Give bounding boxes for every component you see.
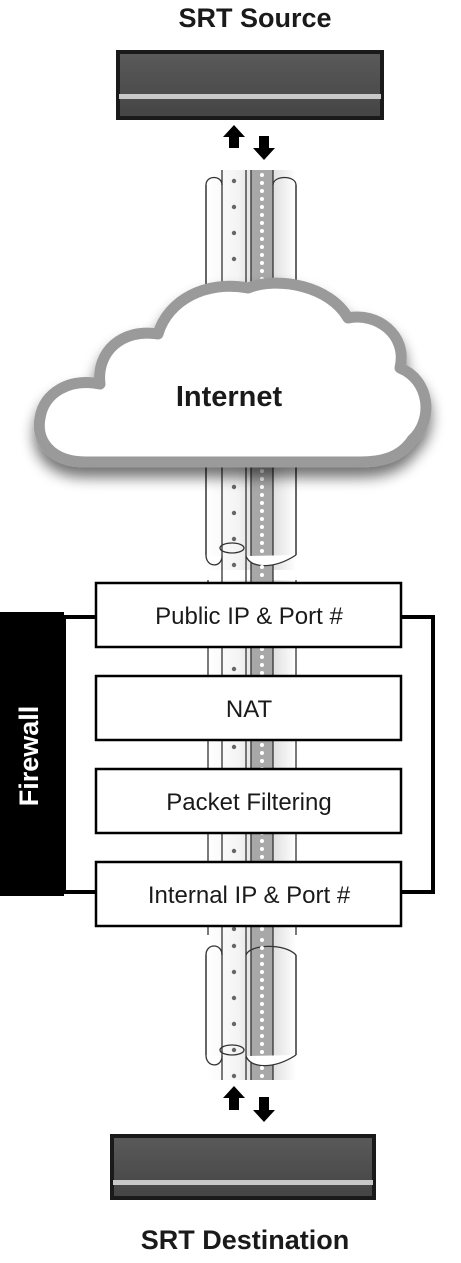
- pipe-dot: [231, 848, 237, 854]
- pipe-dot: [260, 1050, 264, 1054]
- pipe-dot: [260, 1042, 264, 1046]
- destination-device: [110, 1134, 376, 1200]
- source-title: SRT Source: [178, 3, 331, 33]
- pipe-dot: [260, 663, 264, 667]
- pipe-dot: [260, 927, 264, 931]
- pipe-dot: [260, 954, 264, 958]
- pipe-dot: [260, 509, 264, 513]
- pipe-dot: [260, 269, 264, 273]
- pipe-dot: [231, 256, 237, 262]
- down-arrow-icon: [253, 136, 275, 160]
- pipe-dot: [260, 671, 264, 675]
- pipe-dot: [260, 533, 264, 537]
- pipe-dot: [260, 173, 264, 177]
- pipe-dot: [260, 946, 264, 950]
- pipe-dot: [260, 1058, 264, 1062]
- pipe-dot: [260, 469, 264, 473]
- stage-label-internal-ip: Internal IP & Port #: [148, 882, 351, 909]
- pipe-dot: [260, 549, 264, 553]
- pipe-dot: [260, 839, 264, 843]
- pipe-dot: [260, 1018, 264, 1022]
- pipe-dot: [260, 1074, 264, 1078]
- pipe-dot: [260, 565, 264, 569]
- pipe-dot: [231, 943, 237, 949]
- pipe-dot: [260, 938, 264, 942]
- pipe-dot: [260, 189, 264, 193]
- pipe-dot: [260, 1026, 264, 1030]
- up-arrow-icon: [223, 125, 245, 148]
- pipe-dot: [260, 477, 264, 481]
- pipe-dot: [260, 855, 264, 859]
- pipe-dot: [231, 969, 237, 975]
- pipe-dot: [260, 1002, 264, 1006]
- internet-label: Internet: [176, 381, 283, 413]
- source-device: [116, 50, 384, 120]
- up-arrow-icon: [223, 1086, 245, 1110]
- pipe-dot: [260, 743, 264, 747]
- pipe-dot: [231, 230, 237, 236]
- pipe-dot: [260, 1010, 264, 1014]
- pipe-dot: [231, 1073, 237, 1079]
- pipe-dot: [260, 994, 264, 998]
- pipe-segment-bottom: [205, 935, 297, 1080]
- pipe-dot: [260, 213, 264, 217]
- pipe-dot: [231, 926, 237, 932]
- firewall-bar: [0, 612, 96, 896]
- pipe-dot: [260, 205, 264, 209]
- pipe-dot: [260, 525, 264, 529]
- pipe-dot: [231, 744, 237, 750]
- stage-label-public-ip: Public IP & Port #: [155, 603, 343, 630]
- firewall-right-bracket: [401, 615, 435, 894]
- pipe-dot: [260, 1034, 264, 1038]
- pipe-dot: [260, 970, 264, 974]
- pipe-dot: [231, 178, 237, 184]
- pipe-dot: [231, 1047, 237, 1053]
- pipe-dot: [260, 237, 264, 241]
- pipe-dot: [260, 517, 264, 521]
- internet-cloud: [33, 277, 432, 468]
- pipe-dot: [260, 253, 264, 257]
- pipe-segment-middle: [205, 450, 297, 580]
- pipe-dot: [231, 204, 237, 210]
- pipe-dot: [231, 1021, 237, 1027]
- pipe-dot: [260, 261, 264, 265]
- pipe-dot: [260, 221, 264, 225]
- pipe-dot: [231, 536, 237, 542]
- pipe-dot: [231, 484, 237, 490]
- pipe-dot: [260, 229, 264, 233]
- pipe-dot: [260, 245, 264, 249]
- pipe-dot: [260, 485, 264, 489]
- pipe-dot: [231, 510, 237, 516]
- stage-box-packet-filtering: Packet Filtering: [94, 767, 403, 835]
- stage-box-internal-ip: Internal IP & Port #: [94, 860, 403, 928]
- pipe-dot: [231, 562, 237, 568]
- pipe-dot: [260, 557, 264, 561]
- pipe-dot: [231, 666, 237, 672]
- pipe-dot: [260, 493, 264, 497]
- pipe-dot: [260, 573, 264, 577]
- pipe-dot: [260, 978, 264, 982]
- stage-label-nat: NAT: [226, 696, 273, 723]
- firewall-label: Firewall: [14, 706, 44, 807]
- pipe-dot: [260, 501, 264, 505]
- pipe-dot: [260, 655, 264, 659]
- pipe-dot: [260, 986, 264, 990]
- stage-box-public-ip: Public IP & Port #: [94, 581, 403, 649]
- pipe-dot: [260, 759, 264, 763]
- down-arrow-icon: [253, 1097, 275, 1122]
- pipe-dot: [260, 181, 264, 185]
- pipe-dot: [231, 995, 237, 1001]
- destination-title: SRT Destination: [141, 1225, 350, 1255]
- pipe-dot: [260, 751, 264, 755]
- pipe-dot: [260, 197, 264, 201]
- pipe-dot: [260, 541, 264, 545]
- pipe-dot: [260, 847, 264, 851]
- stage-box-nat: NAT: [94, 674, 403, 742]
- pipe-dot: [260, 1066, 264, 1070]
- stage-label-packet-filtering: Packet Filtering: [166, 789, 331, 816]
- pipe-dot: [260, 962, 264, 966]
